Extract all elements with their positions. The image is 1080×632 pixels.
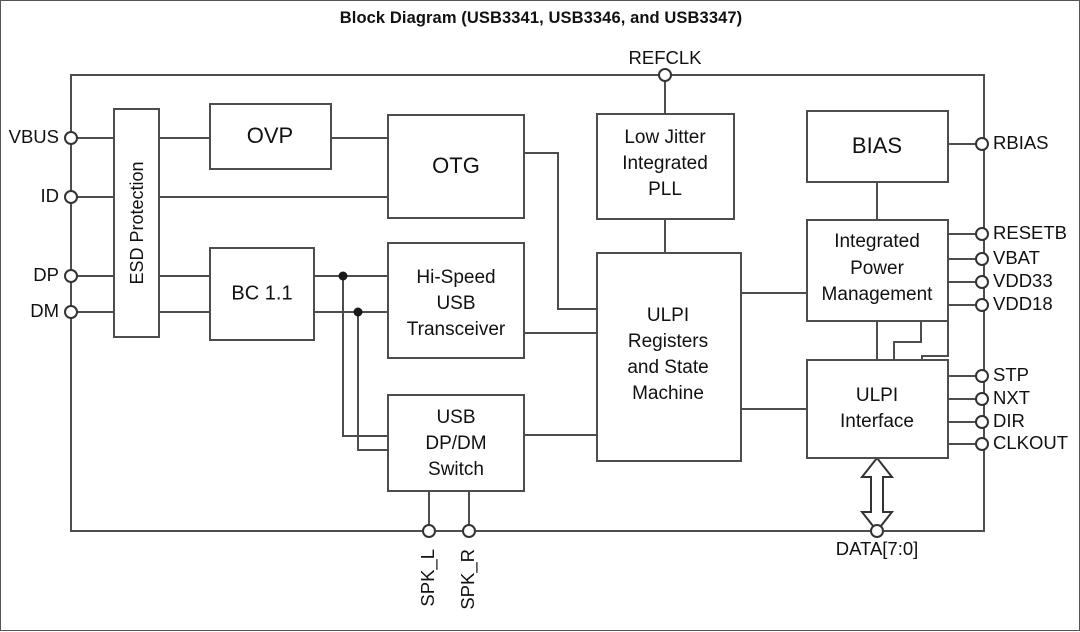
wire-ipm-supply-route-a: [893, 305, 922, 360]
wire-dp-switch-branch: [342, 276, 388, 437]
block-label-pll-line1: Low Jitter: [624, 127, 706, 148]
block-ulpi-interface[interactable]: [806, 359, 949, 459]
block-bias[interactable]: [806, 110, 949, 183]
pin-label-stp: STP: [993, 364, 1029, 385]
pin-terminal-data-bus[interactable]: [870, 524, 884, 538]
block-label-ulpi-registers-line2: Registers: [628, 331, 708, 352]
pin-label-nxt: NXT: [993, 387, 1030, 408]
block-integrated-power-management[interactable]: [806, 219, 949, 322]
pin-terminal-dm[interactable]: [64, 305, 78, 319]
pin-terminal-spkr[interactable]: [462, 524, 476, 538]
pin-label-dm: DM: [30, 300, 59, 321]
pin-terminal-dir[interactable]: [975, 415, 989, 429]
block-label-pll-line3: PLL: [648, 179, 682, 200]
page-title: Block Diagram (USB3341, USB3346, and USB…: [339, 9, 743, 27]
junction-dot-dp: [338, 271, 348, 281]
block-label-switch-line2: DP/DM: [425, 433, 486, 454]
pin-label-refclk: REFCLK: [629, 47, 703, 68]
block-label-ovp: OVP: [247, 123, 293, 148]
pin-label-dp: DP: [33, 264, 59, 285]
block-label-ulpi-registers-line4: Machine: [632, 383, 704, 404]
pin-terminal-rbias[interactable]: [975, 137, 989, 151]
pin-terminal-refclk[interactable]: [658, 68, 672, 82]
block-label-pll-line2: Integrated: [622, 153, 708, 174]
pin-terminal-resetb[interactable]: [975, 227, 989, 241]
block-usb-dpdm-switch[interactable]: [387, 394, 525, 492]
block-label-transceiver-line2: USB: [436, 293, 475, 314]
pin-label-vbat: VBAT: [993, 247, 1040, 268]
pin-label-resetb: RESETB: [993, 222, 1067, 243]
wire-ipm-supply-route-b: [921, 319, 949, 360]
block-label-ulpi-registers-line1: ULPI: [647, 305, 689, 326]
pin-label-rbias: RBIAS: [993, 132, 1049, 153]
pin-terminal-vdd18[interactable]: [975, 298, 989, 312]
block-label-transceiver-line1: Hi-Speed: [416, 267, 495, 288]
pin-terminal-dp[interactable]: [64, 269, 78, 283]
block-label-ulpi-interface-line1: ULPI: [856, 385, 898, 406]
block-ovp[interactable]: [209, 103, 332, 170]
block-label-otg: OTG: [432, 153, 480, 178]
block-ulpi-registers-state-machine[interactable]: [596, 252, 742, 462]
block-label-ulpi-registers-line3: and State: [627, 357, 708, 378]
block-label-ipm-line3: Management: [822, 284, 934, 305]
data-bus-arrow-icon: [859, 456, 895, 533]
pin-terminal-nxt[interactable]: [975, 392, 989, 406]
block-label-switch-line3: Switch: [428, 459, 484, 480]
block-label-ulpi-interface-line2: Interface: [840, 411, 914, 432]
junction-dot-dm: [353, 307, 363, 317]
pin-label-vbus: VBUS: [9, 126, 59, 147]
pin-terminal-id[interactable]: [64, 190, 78, 204]
block-label-transceiver-line3: Transceiver: [407, 319, 506, 340]
block-label-bias: BIAS: [852, 133, 902, 158]
pin-label-vdd18: VDD18: [993, 293, 1053, 314]
pin-terminal-vdd33[interactable]: [975, 275, 989, 289]
pin-label-id: ID: [41, 185, 60, 206]
block-otg[interactable]: [387, 114, 525, 219]
pin-label-spkr: SPK_R: [457, 549, 479, 610]
block-label-ipm-line2: Power: [850, 258, 905, 279]
pin-terminal-vbus[interactable]: [64, 131, 78, 145]
pin-label-data-bus: DATA[7:0]: [836, 538, 919, 559]
pin-terminal-stp[interactable]: [975, 369, 989, 383]
wire-otg-ulpi-registers: [524, 152, 597, 310]
pin-terminal-spkl[interactable]: [422, 524, 436, 538]
block-bc11[interactable]: [209, 247, 315, 341]
pin-terminal-vbat[interactable]: [975, 252, 989, 266]
wire-dm-switch-branch: [357, 312, 388, 451]
block-label-bc11: BC 1.1: [231, 282, 292, 304]
block-label-switch-line1: USB: [436, 407, 475, 428]
pin-label-dir: DIR: [993, 410, 1025, 431]
pin-label-clkout: CLKOUT: [993, 432, 1068, 453]
block-hi-speed-usb-transceiver[interactable]: [387, 242, 525, 359]
pin-label-vdd33: VDD33: [993, 270, 1053, 291]
block-low-jitter-pll[interactable]: [596, 113, 735, 220]
block-label-ipm-line1: Integrated: [834, 231, 920, 252]
pin-label-spkl: SPK_L: [417, 549, 439, 607]
pin-terminal-clkout[interactable]: [975, 437, 989, 451]
block-esd-protection[interactable]: [113, 108, 160, 338]
block-label-esd-protection: ESD Protection: [127, 161, 147, 284]
